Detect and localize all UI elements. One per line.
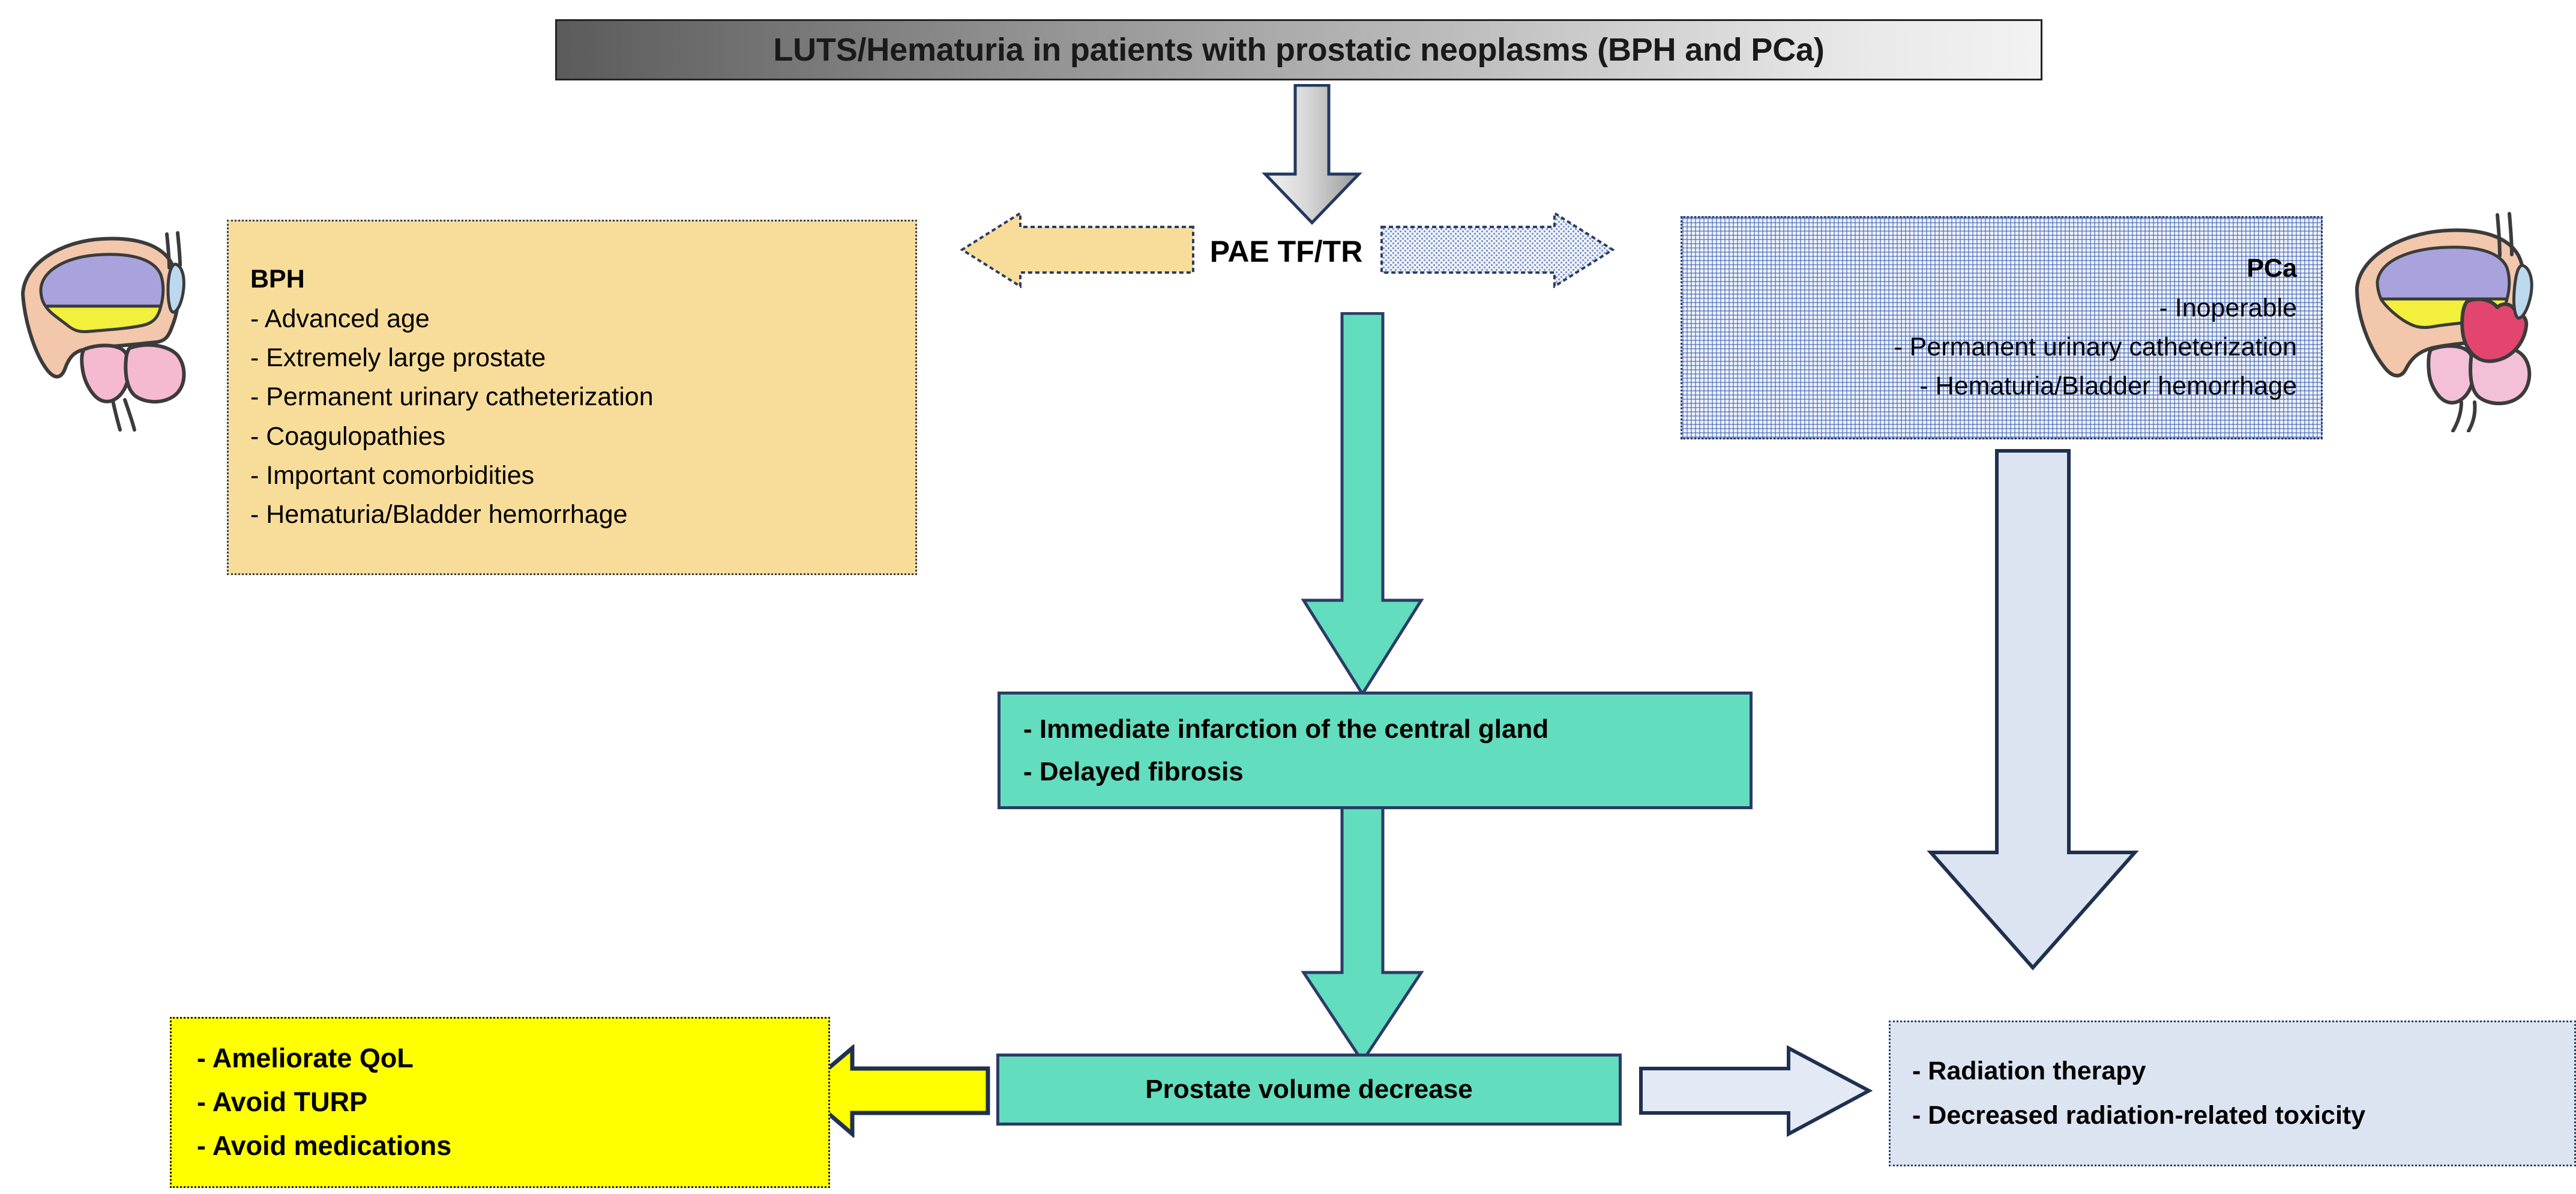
pca-item: - Permanent urinary catheterization: [1894, 333, 2297, 361]
arrow-mechanism-to-volume: [1301, 806, 1424, 1064]
outcome-pca-box: - Radiation therapy - Decreased radiatio…: [1889, 1021, 2576, 1166]
outcome-volume-text: Prostate volume decrease: [1145, 1075, 1473, 1105]
arrow-title-to-pae: [1262, 84, 1362, 225]
bph-item: - Hematuria/Bladder hemorrhage: [250, 500, 628, 529]
bph-item: - Coagulopathies: [250, 421, 446, 451]
arrow-pca-to-radiation: [1927, 449, 2139, 971]
outcome-bph-box: - Ameliorate QoL - Avoid TURP - Avoid me…: [170, 1017, 830, 1188]
pca-heading: PCa: [2246, 254, 2297, 283]
outcome-volume-box: Prostate volume decrease: [996, 1054, 1622, 1126]
prostate-bph-illustration: [21, 231, 186, 432]
bph-item: - Important comorbidities: [250, 461, 535, 490]
arrow-volume-to-radiation: [1639, 1045, 1873, 1138]
arrow-pae-to-pca: [1380, 211, 1615, 288]
outcome-pca-item: - Decreased radiation-related toxicity: [1912, 1100, 2366, 1130]
pae-procedure-label: PAE TF/TR: [1209, 235, 1363, 268]
pca-indications-box: PCa - Inoperable - Permanent urinary cat…: [1681, 216, 2323, 439]
bph-indications-box: BPH - Advanced age - Extremely large pro…: [227, 220, 917, 575]
arrow-pae-to-mechanism: [1301, 312, 1424, 696]
outcome-pca-item: - Radiation therapy: [1912, 1056, 2146, 1085]
prostate-cancer-illustration: [2355, 212, 2533, 432]
mechanism-box: - Immediate infarction of the central gl…: [998, 692, 1753, 809]
bph-heading: BPH: [250, 265, 305, 294]
pca-item: - Inoperable: [2159, 293, 2298, 322]
bph-item: - Advanced age: [250, 304, 430, 333]
outcome-bph-item: - Ameliorate QoL: [197, 1043, 414, 1074]
arrow-pae-to-bph: [960, 211, 1194, 288]
bph-item: - Permanent urinary catheterization: [250, 382, 654, 412]
mechanism-item: - Delayed fibrosis: [1023, 757, 1244, 786]
outcome-bph-item: - Avoid TURP: [197, 1087, 368, 1118]
bph-item: - Extremely large prostate: [250, 343, 546, 372]
mechanism-item: - Immediate infarction of the central gl…: [1023, 714, 1549, 744]
diagram-title-banner: LUTS/Hematuria in patients with prostati…: [555, 19, 2042, 80]
outcome-bph-item: - Avoid medications: [197, 1130, 452, 1161]
page-title: LUTS/Hematuria in patients with prostati…: [773, 32, 1825, 68]
pca-item: - Hematuria/Bladder hemorrhage: [1919, 372, 2297, 401]
